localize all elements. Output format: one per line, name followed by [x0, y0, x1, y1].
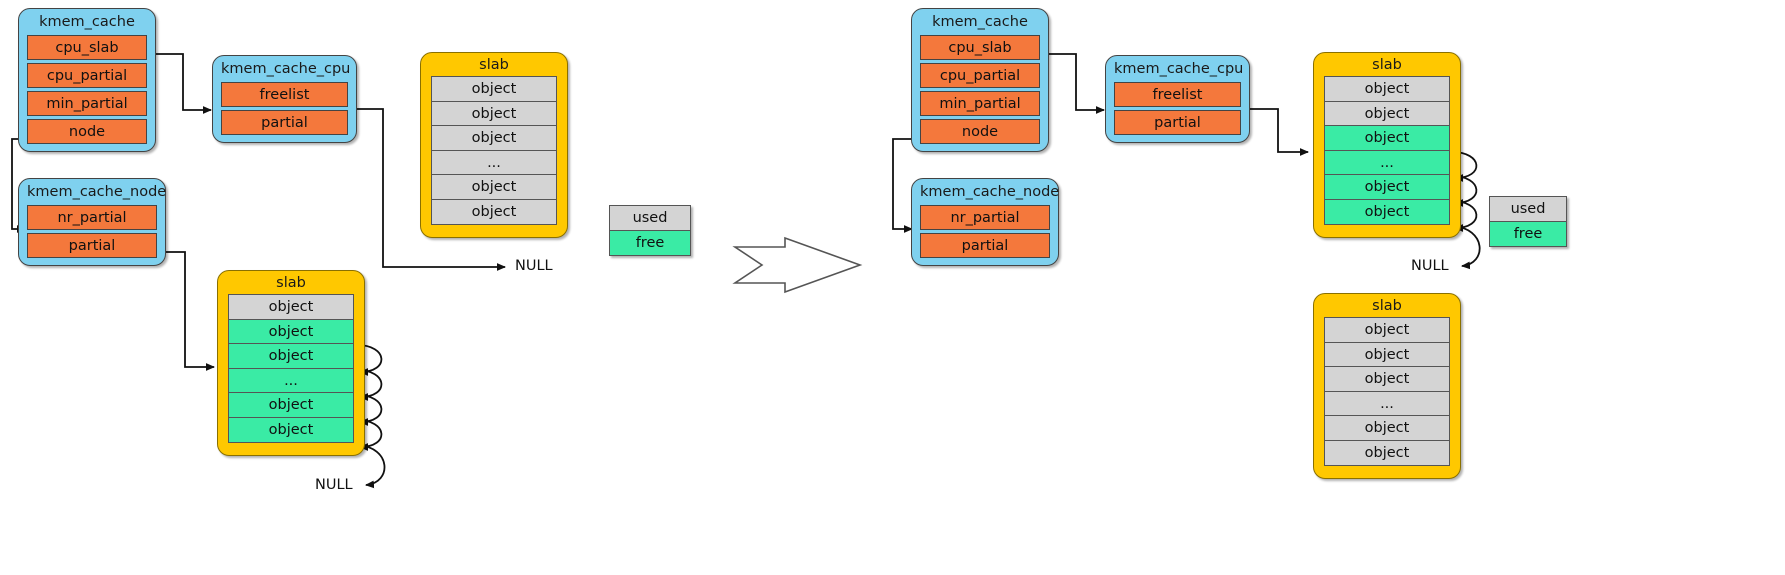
slab-object: object — [1325, 416, 1449, 441]
slab-object: object — [432, 126, 556, 151]
field-freelist[interactable]: freelist — [1114, 82, 1241, 107]
slab-object: object — [1325, 77, 1449, 102]
field-min-partial[interactable]: min_partial — [27, 91, 147, 116]
before-kmem-cache-cpu[interactable]: kmem_cache_cpu freelist partial — [212, 55, 357, 143]
before-kmem-cache-node[interactable]: kmem_cache_node nr_partial partial — [18, 178, 166, 266]
slab-title: slab — [1372, 57, 1402, 73]
transition-arrow — [732, 236, 863, 294]
after-kmem-cache-cpu[interactable]: kmem_cache_cpu freelist partial — [1105, 55, 1250, 143]
legend-right: used free — [1489, 196, 1567, 247]
field-nr-partial[interactable]: nr_partial — [27, 205, 157, 230]
null-label-before-cpu-slab: NULL — [515, 258, 553, 274]
after-kmem-cache[interactable]: kmem_cache cpu_slab cpu_partial min_part… — [911, 8, 1049, 152]
slab-object: object — [432, 77, 556, 102]
before-kmem-cache[interactable]: kmem_cache cpu_slab cpu_partial min_part… — [18, 8, 156, 152]
field-cpu-slab[interactable]: cpu_slab — [27, 35, 147, 60]
slab-object: object — [1325, 367, 1449, 392]
field-freelist[interactable]: freelist — [221, 82, 348, 107]
field-min-partial[interactable]: min_partial — [920, 91, 1040, 116]
slab-object: object — [432, 175, 556, 200]
struct-title: kmem_cache_node — [920, 184, 1060, 200]
slab-object: object — [229, 344, 353, 369]
field-nr-partial[interactable]: nr_partial — [920, 205, 1050, 230]
slab-object: object — [229, 319, 353, 344]
field-partial[interactable]: partial — [1114, 110, 1241, 135]
slab-object: object — [229, 417, 353, 442]
legend-item-used: used — [610, 206, 690, 231]
slab-title: slab — [1372, 298, 1402, 314]
slab-object: object — [1325, 199, 1449, 224]
slab-object: ... — [432, 150, 556, 175]
slab-object: object — [432, 199, 556, 224]
slab-title: slab — [276, 275, 306, 291]
slab-object: ... — [1325, 150, 1449, 175]
slab-object: object — [1325, 126, 1449, 151]
field-partial[interactable]: partial — [221, 110, 348, 135]
legend-item-used: used — [1490, 197, 1566, 222]
struct-title: kmem_cache_cpu — [221, 61, 351, 77]
field-node[interactable]: node — [920, 119, 1040, 144]
field-node[interactable]: node — [27, 119, 147, 144]
legend-item-free: free — [1490, 221, 1566, 246]
after-kmem-cache-node[interactable]: kmem_cache_node nr_partial partial — [911, 178, 1059, 266]
field-cpu-partial[interactable]: cpu_partial — [27, 63, 147, 88]
struct-title: kmem_cache — [932, 14, 1028, 30]
slab-object: object — [229, 295, 353, 320]
struct-title: kmem_cache — [39, 14, 135, 30]
field-cpu-partial[interactable]: cpu_partial — [920, 63, 1040, 88]
slab-object: object — [1325, 318, 1449, 343]
legend-item-free: free — [610, 230, 690, 255]
slab-object: ... — [229, 368, 353, 393]
slab-title: slab — [479, 57, 509, 73]
struct-title: kmem_cache_cpu — [1114, 61, 1244, 77]
legend: used free — [609, 205, 691, 256]
slab-object: ... — [1325, 391, 1449, 416]
field-partial[interactable]: partial — [920, 233, 1050, 258]
null-label-before-partial-slab: NULL — [315, 477, 353, 493]
slab-object: object — [1325, 175, 1449, 200]
field-partial[interactable]: partial — [27, 233, 157, 258]
slab-object: object — [1325, 101, 1449, 126]
slab-object: object — [432, 101, 556, 126]
slab-object: object — [229, 393, 353, 418]
null-label-after-cpu-slab: NULL — [1411, 258, 1449, 274]
slab-object: object — [1325, 440, 1449, 465]
struct-title: kmem_cache_node — [27, 184, 167, 200]
field-cpu-slab[interactable]: cpu_slab — [920, 35, 1040, 60]
slab-object: object — [1325, 342, 1449, 367]
